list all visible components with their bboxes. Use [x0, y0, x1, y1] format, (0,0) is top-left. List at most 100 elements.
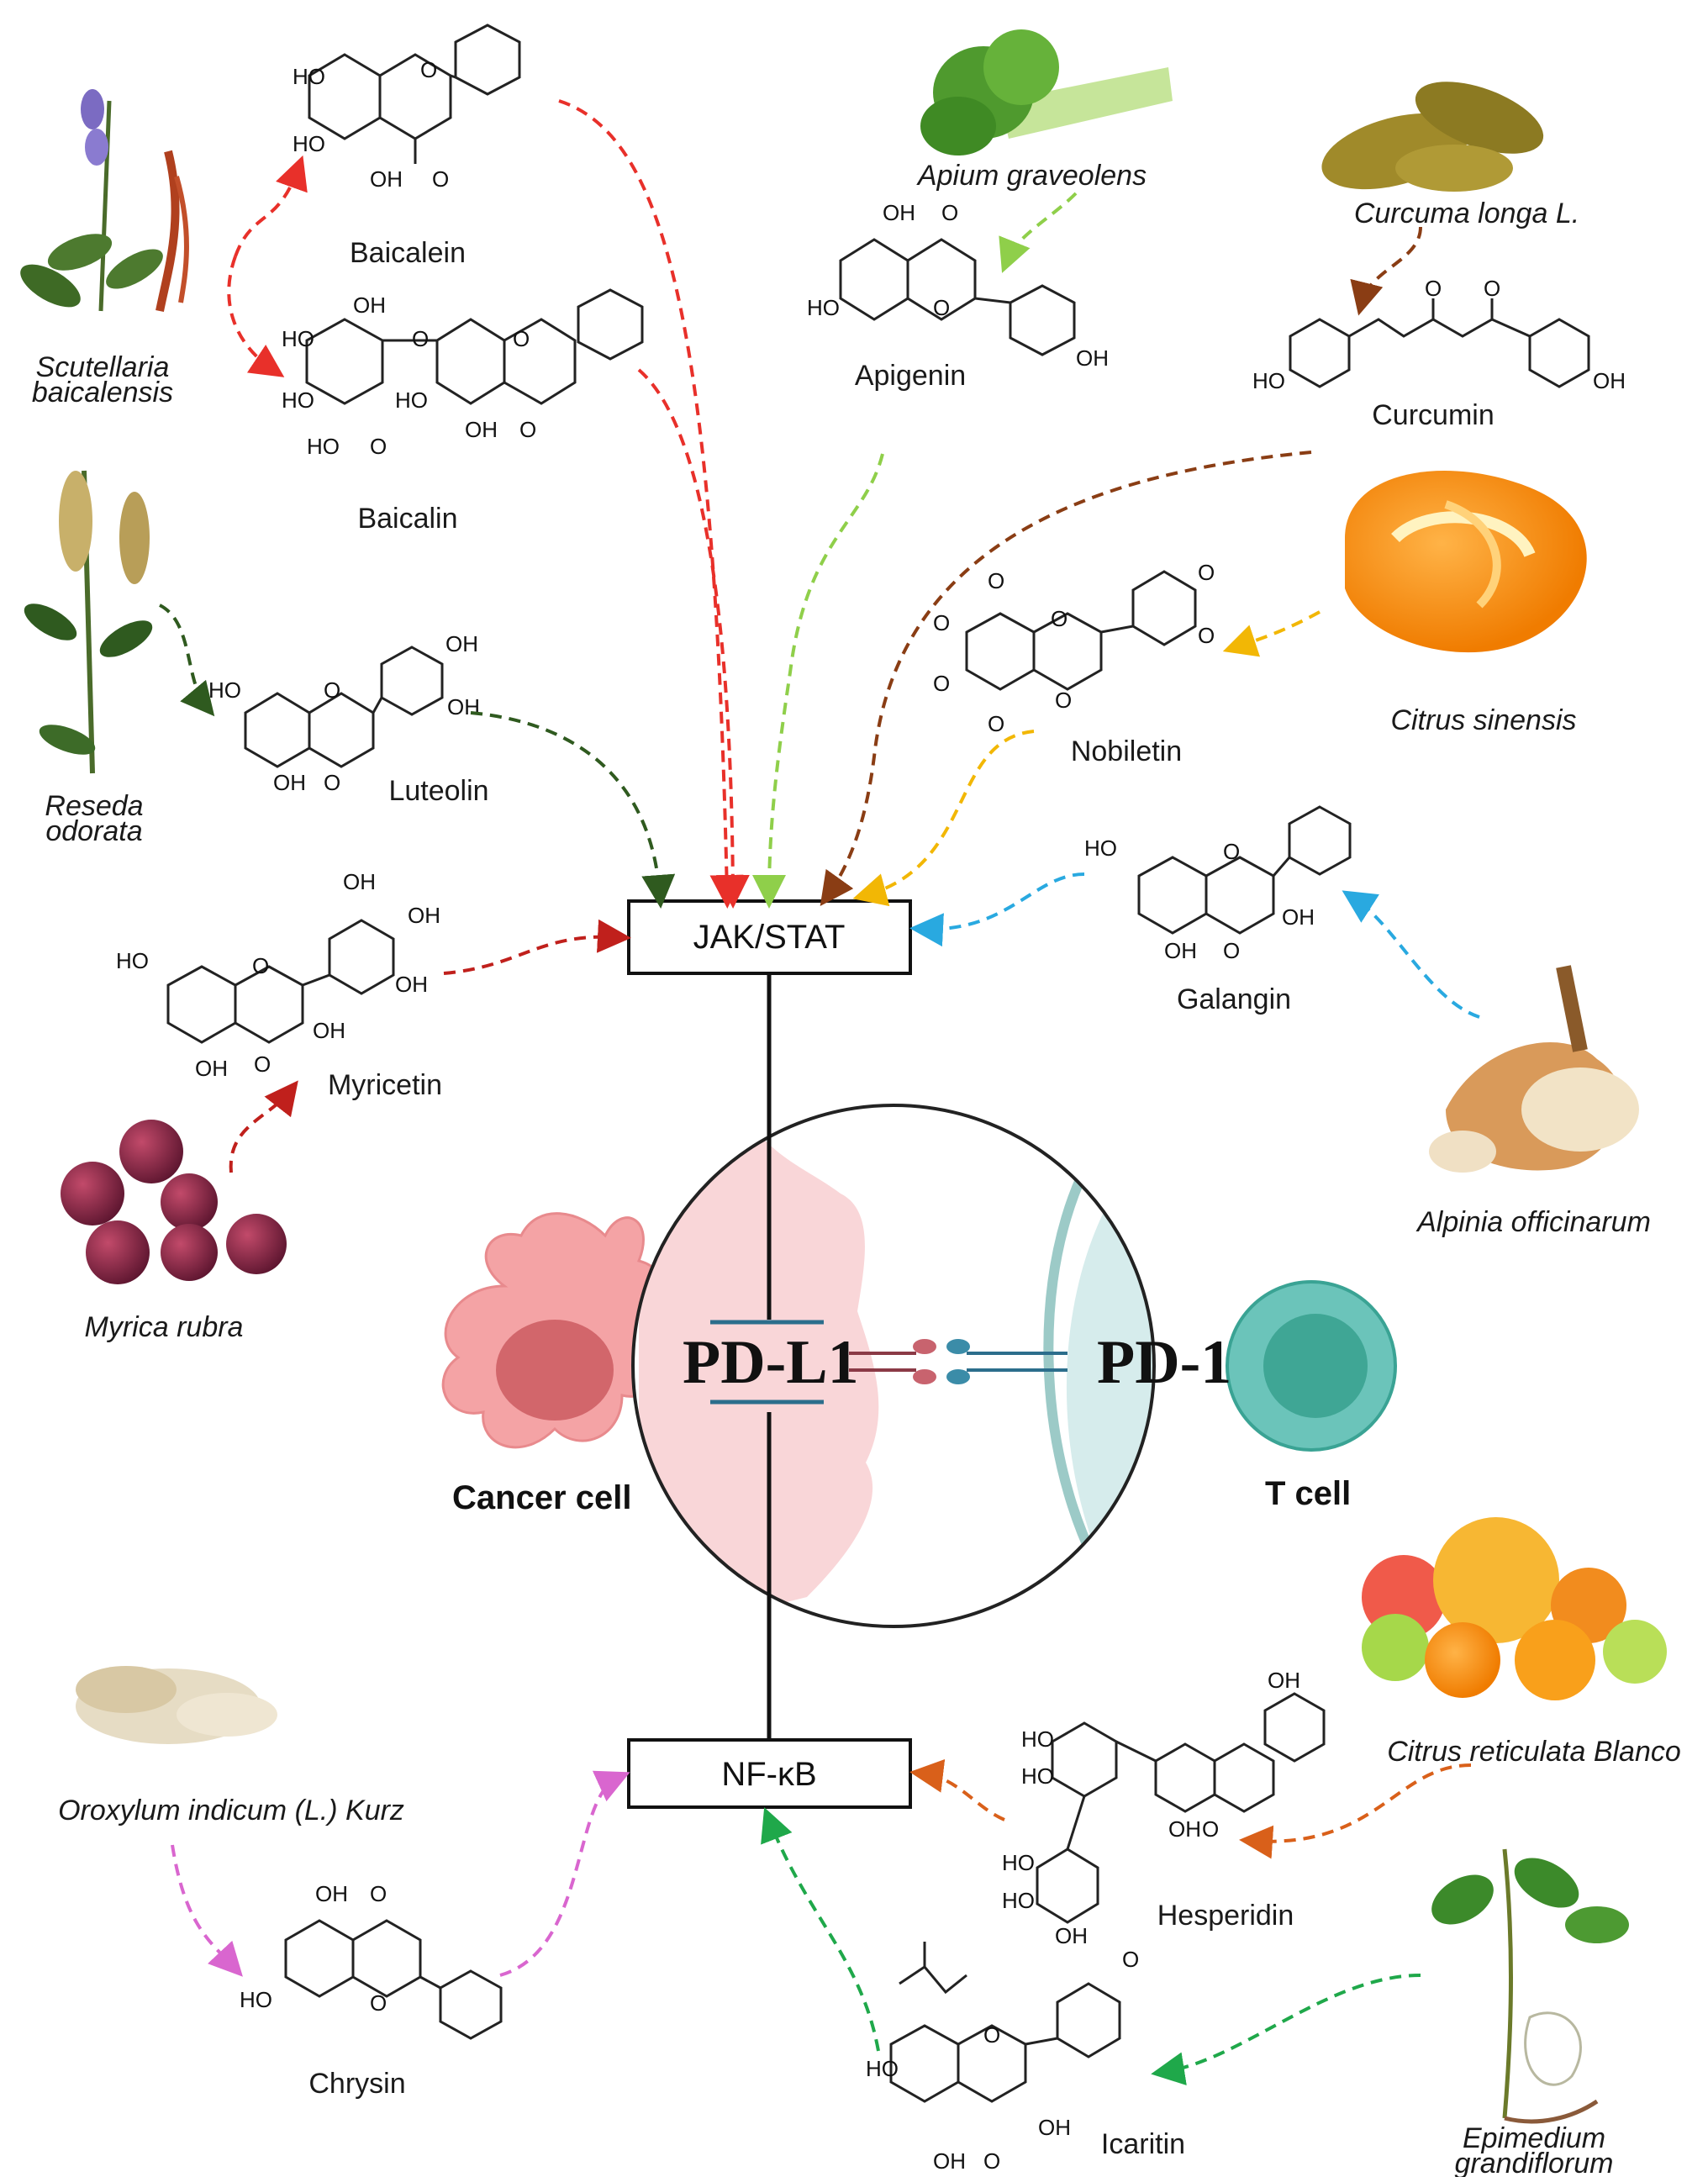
icaritin-o-methoxy: O [1122, 1947, 1139, 1972]
hesperidin-label: Hesperidin [1157, 1900, 1294, 1932]
nobiletin-label: Nobiletin [1071, 735, 1182, 767]
scutellaria-label-2: baicalensis [32, 377, 173, 409]
baicalin-o-4: O [370, 434, 387, 459]
luteolin-ho: HO [208, 677, 241, 703]
myricetin-oh-1: OH [343, 869, 376, 894]
arrow-apium-apigenin [999, 192, 1078, 273]
myricetin-ho: HO [116, 948, 149, 973]
nobiletin-o-5: O [1198, 560, 1215, 585]
epimedium-label-2: grandiflorum [1455, 2148, 1614, 2177]
baicalin-o-3: O [519, 417, 536, 442]
arrow-galangin-jak-stat [909, 872, 1085, 947]
chrysin-structure: OH O HO O [240, 1881, 503, 2040]
apigenin-label: Apigenin [855, 360, 966, 392]
curcumin-structure: O O HO OH [1252, 276, 1626, 393]
hesperidin-ho-2: HO [1021, 1763, 1054, 1789]
icaritin-ho: HO [866, 2056, 899, 2081]
luteolin-oh-3: OH [273, 770, 306, 795]
arrow-epimedium-icaritin [1151, 1974, 1421, 2085]
hesperidin-oh-2: OH [1168, 1816, 1201, 1842]
arrow-curcumin-jak-stat [820, 451, 1312, 907]
arrow-scutellaria-baicalein [234, 155, 308, 257]
arrow-apigenin-jak-stat [752, 453, 884, 909]
curcumin-label: Curcumin [1372, 399, 1494, 431]
oroxylum-seed-image [76, 1666, 277, 1744]
nobiletin-o-3: O [933, 671, 950, 696]
myricetin-oh-4: OH [313, 1018, 345, 1043]
jak-stat-box: JAK/STAT [627, 899, 912, 975]
arrow-baicalein-jak-stat [558, 99, 744, 909]
t-cell [1226, 1280, 1397, 1452]
arrow-nobiletin-jak-stat [852, 730, 1035, 907]
apium-label: Apium graveolens [916, 160, 1147, 192]
hesperidin-ho-4: HO [1002, 1888, 1035, 1913]
arrow-reseda-luteolin [159, 604, 215, 717]
curcumin-o-2: O [1484, 276, 1500, 301]
arrow-baicalin-jak-stat [637, 368, 750, 909]
icaritin-o-keto: O [983, 2148, 1000, 2174]
arrow-citrus-sinensis-nobiletin [1222, 610, 1321, 657]
t-cell-label: T cell [1265, 1475, 1351, 1512]
myrica-label: Myrica rubra [85, 1311, 244, 1343]
baicalein-ho-2: HO [293, 131, 325, 156]
luteolin-o-2: O [324, 770, 340, 795]
curcumin-o-1: O [1425, 276, 1442, 301]
jak-stat-label: JAK/STAT [693, 919, 846, 956]
epimedium-label-1: Epimedium [1463, 2122, 1605, 2154]
arrow-alpinia-galangin [1342, 890, 1480, 1019]
icaritin-oh-1: OH [1038, 2115, 1071, 2140]
baicalin-oh-2: OH [465, 417, 498, 442]
cancer-cell [441, 1212, 667, 1449]
apigenin-o-2: O [933, 295, 950, 320]
pd-l1-pd-1-binding [849, 1339, 1068, 1384]
chrysin-o-ring: O [370, 1990, 387, 2016]
icaritin-oh-2: OH [933, 2148, 966, 2174]
hesperidin-oh-1: OH [1268, 1668, 1300, 1693]
baicalein-label: Baicalein [350, 237, 466, 269]
curcuma-plant-image [1321, 82, 1544, 192]
reseda-plant-image [24, 470, 153, 774]
myricetin-oh-5: OH [195, 1056, 228, 1081]
baicalin-ho-4: HO [307, 434, 340, 459]
curcumin-ho: HO [1252, 368, 1285, 393]
baicalin-ho-2: HO [282, 387, 314, 413]
nf-kb-box: NF-κB [627, 1738, 912, 1809]
baicalein-oh: OH [370, 166, 403, 192]
icaritin-o-ring: O [983, 2022, 1000, 2048]
apigenin-ho: HO [807, 295, 840, 320]
luteolin-structure: HO O OH OH OH O [208, 631, 480, 795]
galangin-oh-2: OH [1164, 938, 1197, 963]
cancer-cell-label: Cancer cell [452, 1479, 631, 1516]
nobiletin-o-1: O [988, 568, 1004, 593]
myricetin-oh-2: OH [408, 903, 440, 928]
scutellaria-plant-image [20, 89, 189, 312]
baicalin-oh-1: OH [353, 293, 386, 318]
icaritin-structure: HO O O OH OH O [866, 1942, 1139, 2174]
baicalein-ho-1: HO [293, 64, 325, 89]
reseda-label-1: Reseda [45, 790, 143, 822]
galangin-o-ring: O [1223, 839, 1240, 864]
galangin-ho: HO [1084, 835, 1117, 861]
arrow-scutellaria-baicalin [227, 256, 285, 377]
curcuma-label: Curcuma longa L. [1354, 198, 1579, 229]
curcumin-oh: OH [1593, 368, 1626, 393]
arrow-myricetin-jak-stat [443, 919, 631, 975]
chrysin-oh: OH [315, 1881, 348, 1906]
galangin-label: Galangin [1177, 983, 1291, 1015]
baicalin-ho-1: HO [282, 326, 314, 351]
apigenin-oh-1: OH [883, 200, 915, 225]
nobiletin-o-2: O [933, 610, 950, 635]
arrow-curcuma-curcumin [1350, 226, 1422, 316]
myricetin-label: Myricetin [328, 1069, 442, 1101]
luteolin-oh-1: OH [445, 631, 478, 656]
myricetin-o-keto: O [254, 1052, 271, 1077]
pd-1-label: PD-1 [1097, 1328, 1231, 1397]
baicalein-o-ring: O [420, 57, 437, 82]
apigenin-o-1: O [941, 200, 958, 225]
arrow-myrica-myricetin [229, 1080, 298, 1173]
alpinia-label: Alpinia officinarum [1415, 1206, 1651, 1238]
nobiletin-o-ring: O [1051, 606, 1068, 631]
nf-kb-label: NF-κB [721, 1756, 816, 1793]
baicalin-label: Baicalin [357, 503, 457, 535]
nobiletin-o-4: O [988, 711, 1004, 736]
